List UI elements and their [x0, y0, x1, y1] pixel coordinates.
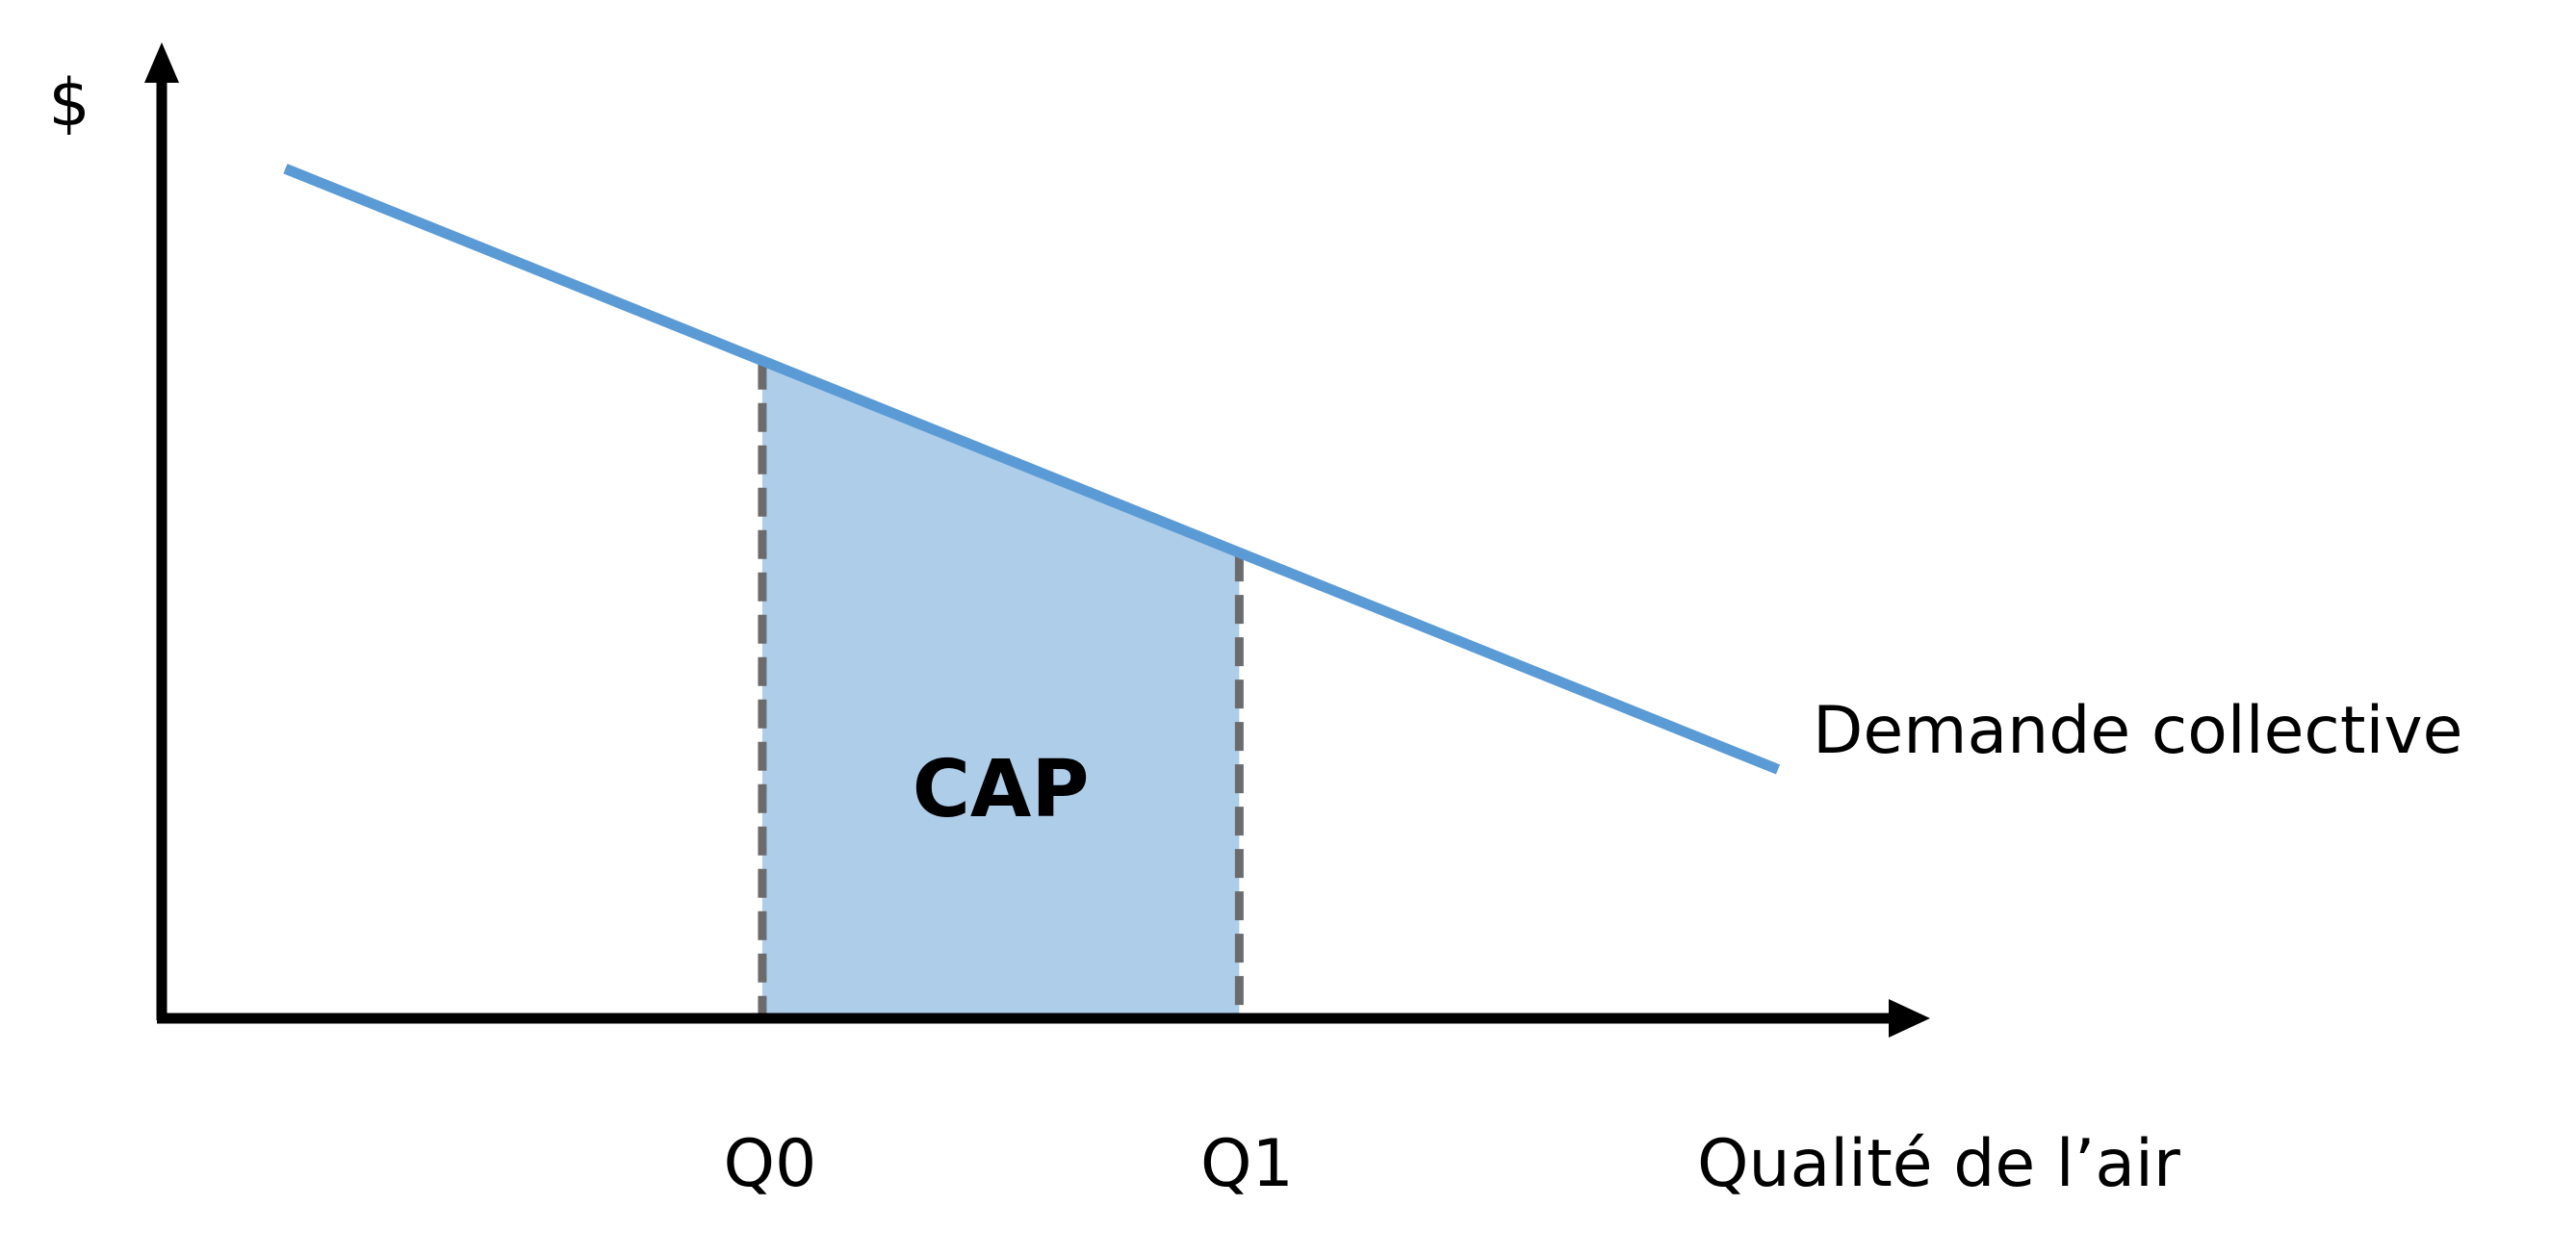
y-axis-label: $	[48, 65, 90, 141]
x-tick-label-q1: Q1	[1200, 1126, 1294, 1202]
x-tick-label-q0: Q0	[724, 1126, 817, 1202]
x-axis-label: Qualité de l’air	[1697, 1126, 2180, 1202]
demand-line	[283, 164, 1781, 775]
demand-line-label: Demande collective	[1813, 693, 2462, 769]
cap-area-label: CAP	[913, 744, 1090, 835]
cap-shaded-area	[761, 360, 1240, 1018]
x-axis-arrow-icon	[1889, 999, 1930, 1038]
y-axis-arrow-icon	[144, 42, 179, 83]
